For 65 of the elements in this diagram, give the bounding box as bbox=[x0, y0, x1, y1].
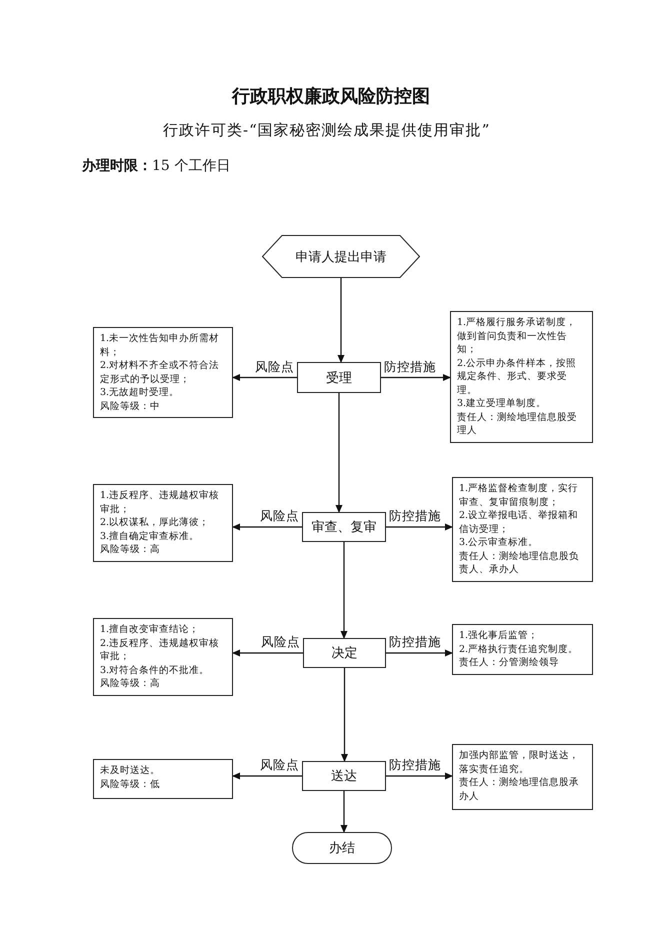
start-hexagon: 申请人提出申请 bbox=[262, 235, 420, 278]
note-text: 3.对符合条件的不批准。 bbox=[100, 664, 210, 677]
arrow bbox=[340, 791, 348, 833]
measure-box bbox=[452, 477, 593, 582]
end-terminal: 办结 bbox=[292, 832, 392, 864]
arrow bbox=[386, 772, 453, 780]
arrow bbox=[341, 668, 348, 762]
note-text: 责任人：分管测绘领导 bbox=[459, 656, 560, 670]
note-text: 风险等级：中 bbox=[100, 400, 161, 413]
arrow bbox=[340, 542, 348, 639]
edge-label: 风险点 bbox=[259, 757, 300, 774]
arrow bbox=[386, 524, 453, 530]
edge-label: 风险点 bbox=[260, 634, 301, 651]
process-box: 审查、复审 bbox=[302, 512, 386, 542]
note-text: 责任人：测绘地理信息股承办人 bbox=[459, 776, 580, 803]
edge-label: 防控措施 bbox=[388, 508, 442, 525]
note-text: 风险等级：高 bbox=[100, 543, 161, 556]
arrow bbox=[381, 374, 451, 381]
time-limit-text: 办理时限：15 个工作日 bbox=[82, 157, 230, 175]
note-text: 1.未一次性告知申办所需材料； bbox=[100, 332, 220, 359]
note-text: 2.严格执行责任追究制度。 bbox=[459, 642, 580, 656]
note-text: 3.建立受理单制度。 bbox=[457, 397, 548, 410]
risk-box bbox=[93, 484, 233, 562]
measure-box bbox=[452, 624, 593, 674]
measure-box bbox=[452, 744, 593, 810]
note-text: 2.设立举报电话、举报箱和信访受理； bbox=[459, 509, 580, 536]
note-text: 3.擅自确定审查标准。 bbox=[100, 530, 200, 543]
risk-box bbox=[93, 759, 233, 799]
note-text: 3.公示审查标准。 bbox=[459, 536, 540, 550]
edge-label: 风险点 bbox=[254, 358, 295, 376]
process-box: 决定 bbox=[303, 638, 386, 668]
edge-label: 防控措施 bbox=[383, 358, 437, 376]
edge-label: 防控措施 bbox=[388, 634, 442, 651]
note-text: 2.违反程序、违规越权审核审批； bbox=[100, 636, 220, 664]
subtitle: 行政许可类-“国家秘密测绘成果提供使用审批” bbox=[163, 121, 490, 140]
note-text: 3.无故超时受理。 bbox=[100, 386, 180, 400]
arrow bbox=[386, 650, 453, 656]
note-text: 2.公示申办条件样本，按照规定条件、形式、要求受理。 bbox=[457, 356, 578, 397]
arrow bbox=[232, 772, 302, 780]
arrow bbox=[232, 650, 303, 656]
arrow bbox=[338, 278, 344, 363]
edge-label: 防控措施 bbox=[388, 757, 442, 774]
risk-box bbox=[93, 618, 233, 696]
note-text: 未及时送达。 bbox=[100, 764, 161, 778]
note-text: 1.严格监督检查制度，实行审查、复审留痕制度； bbox=[459, 482, 580, 509]
arrow bbox=[336, 393, 342, 513]
note-text: 1.严格履行服务承诺制度，做到首问负责和一次性告知； bbox=[457, 316, 578, 356]
risk-box bbox=[93, 327, 233, 418]
arrow bbox=[232, 524, 302, 530]
note-text: 责任人：测绘地理信息股负责人、承办人 bbox=[459, 550, 580, 576]
note-text: 风险等级：低 bbox=[100, 778, 161, 791]
note-text: 风险等级：高 bbox=[100, 677, 161, 690]
title: 行政职权廉政风险防控图 bbox=[230, 85, 431, 108]
note-text: 1.擅自改变审查结论； bbox=[100, 623, 200, 636]
note-text: 责任人：测绘地理信息股受理人 bbox=[457, 410, 578, 438]
note-text: 1.违反程序、违规越权审核审批； bbox=[100, 489, 220, 516]
edge-label: 风险点 bbox=[259, 508, 300, 525]
process-box: 送达 bbox=[302, 761, 386, 791]
note-text: 1.强化事后监管； bbox=[459, 629, 540, 642]
measure-box bbox=[450, 311, 593, 442]
note-text: 2.对材料不齐全或不符合法定形式的予以受理； bbox=[100, 359, 220, 386]
process-box: 受理 bbox=[297, 362, 381, 393]
arrow bbox=[232, 374, 297, 381]
note-text: 加强内部监管，限时送达，落实责任追究。 bbox=[459, 749, 580, 776]
note-text: 2.以权谋私，厚此薄彼； bbox=[100, 516, 210, 530]
